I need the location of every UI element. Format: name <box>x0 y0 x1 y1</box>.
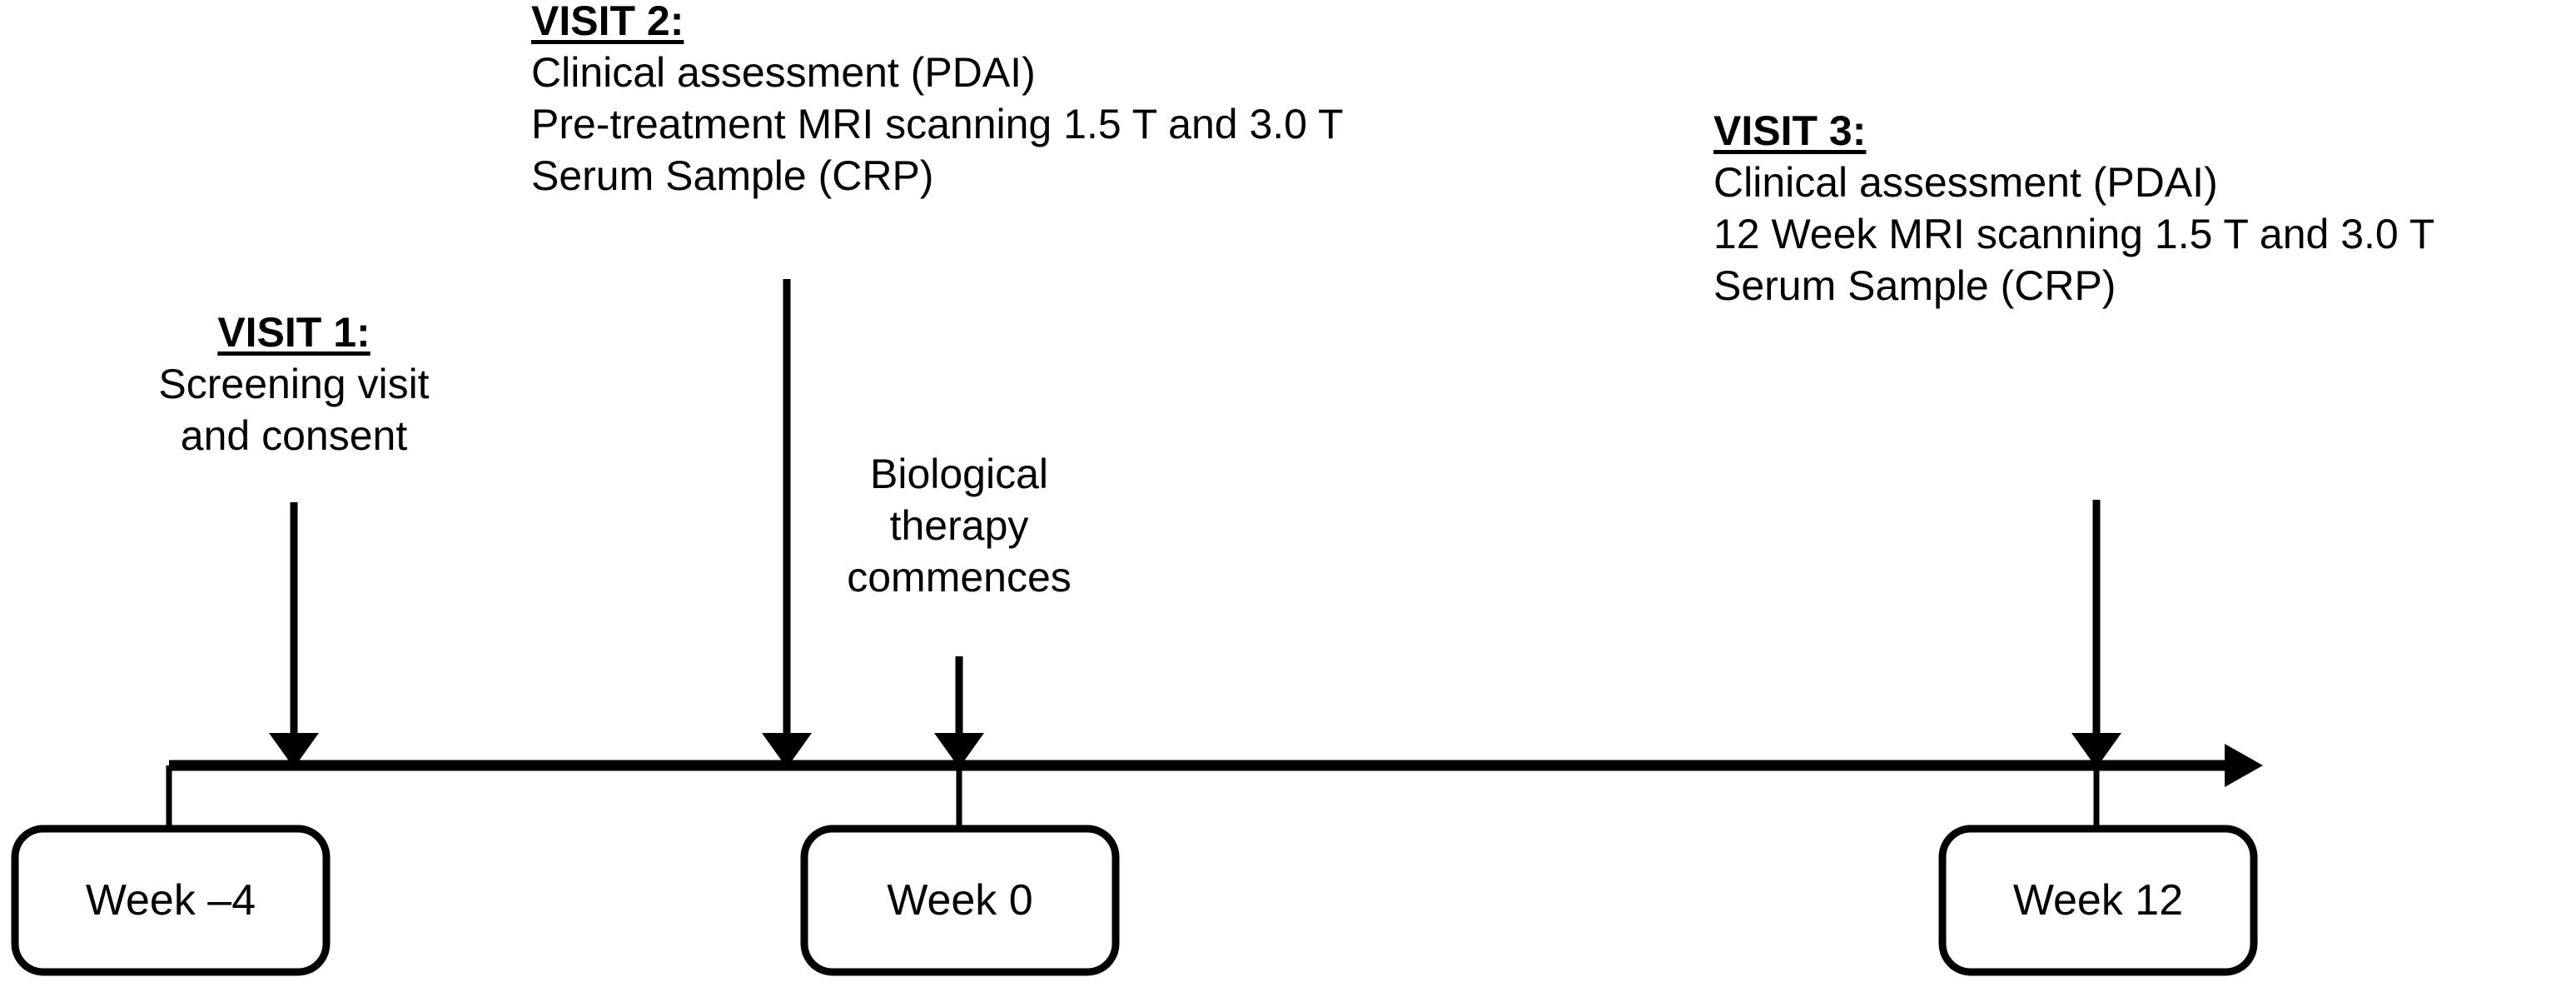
timepoint-boxes <box>11 825 2258 976</box>
timepoint-box-week-minus-4[interactable] <box>11 825 331 976</box>
visit-3-arrow <box>2071 500 2121 768</box>
timepoint-box-week-12[interactable] <box>1938 825 2258 976</box>
timepoint-box-week-0[interactable] <box>800 825 1120 976</box>
timeline-drop-connectors <box>166 765 2100 831</box>
visit-1-arrowhead-icon <box>269 733 319 768</box>
visit-1-arrow <box>269 502 319 768</box>
biological-therapy-arrowhead-icon <box>934 733 984 768</box>
timeline-axis <box>169 744 2263 787</box>
visit-2-arrowhead-icon <box>762 733 812 768</box>
timeline-arrowhead-icon <box>2225 744 2263 787</box>
biological-therapy-arrow <box>934 656 984 768</box>
visit-3-arrowhead-icon <box>2071 733 2121 768</box>
visit-2-arrow <box>762 279 812 768</box>
